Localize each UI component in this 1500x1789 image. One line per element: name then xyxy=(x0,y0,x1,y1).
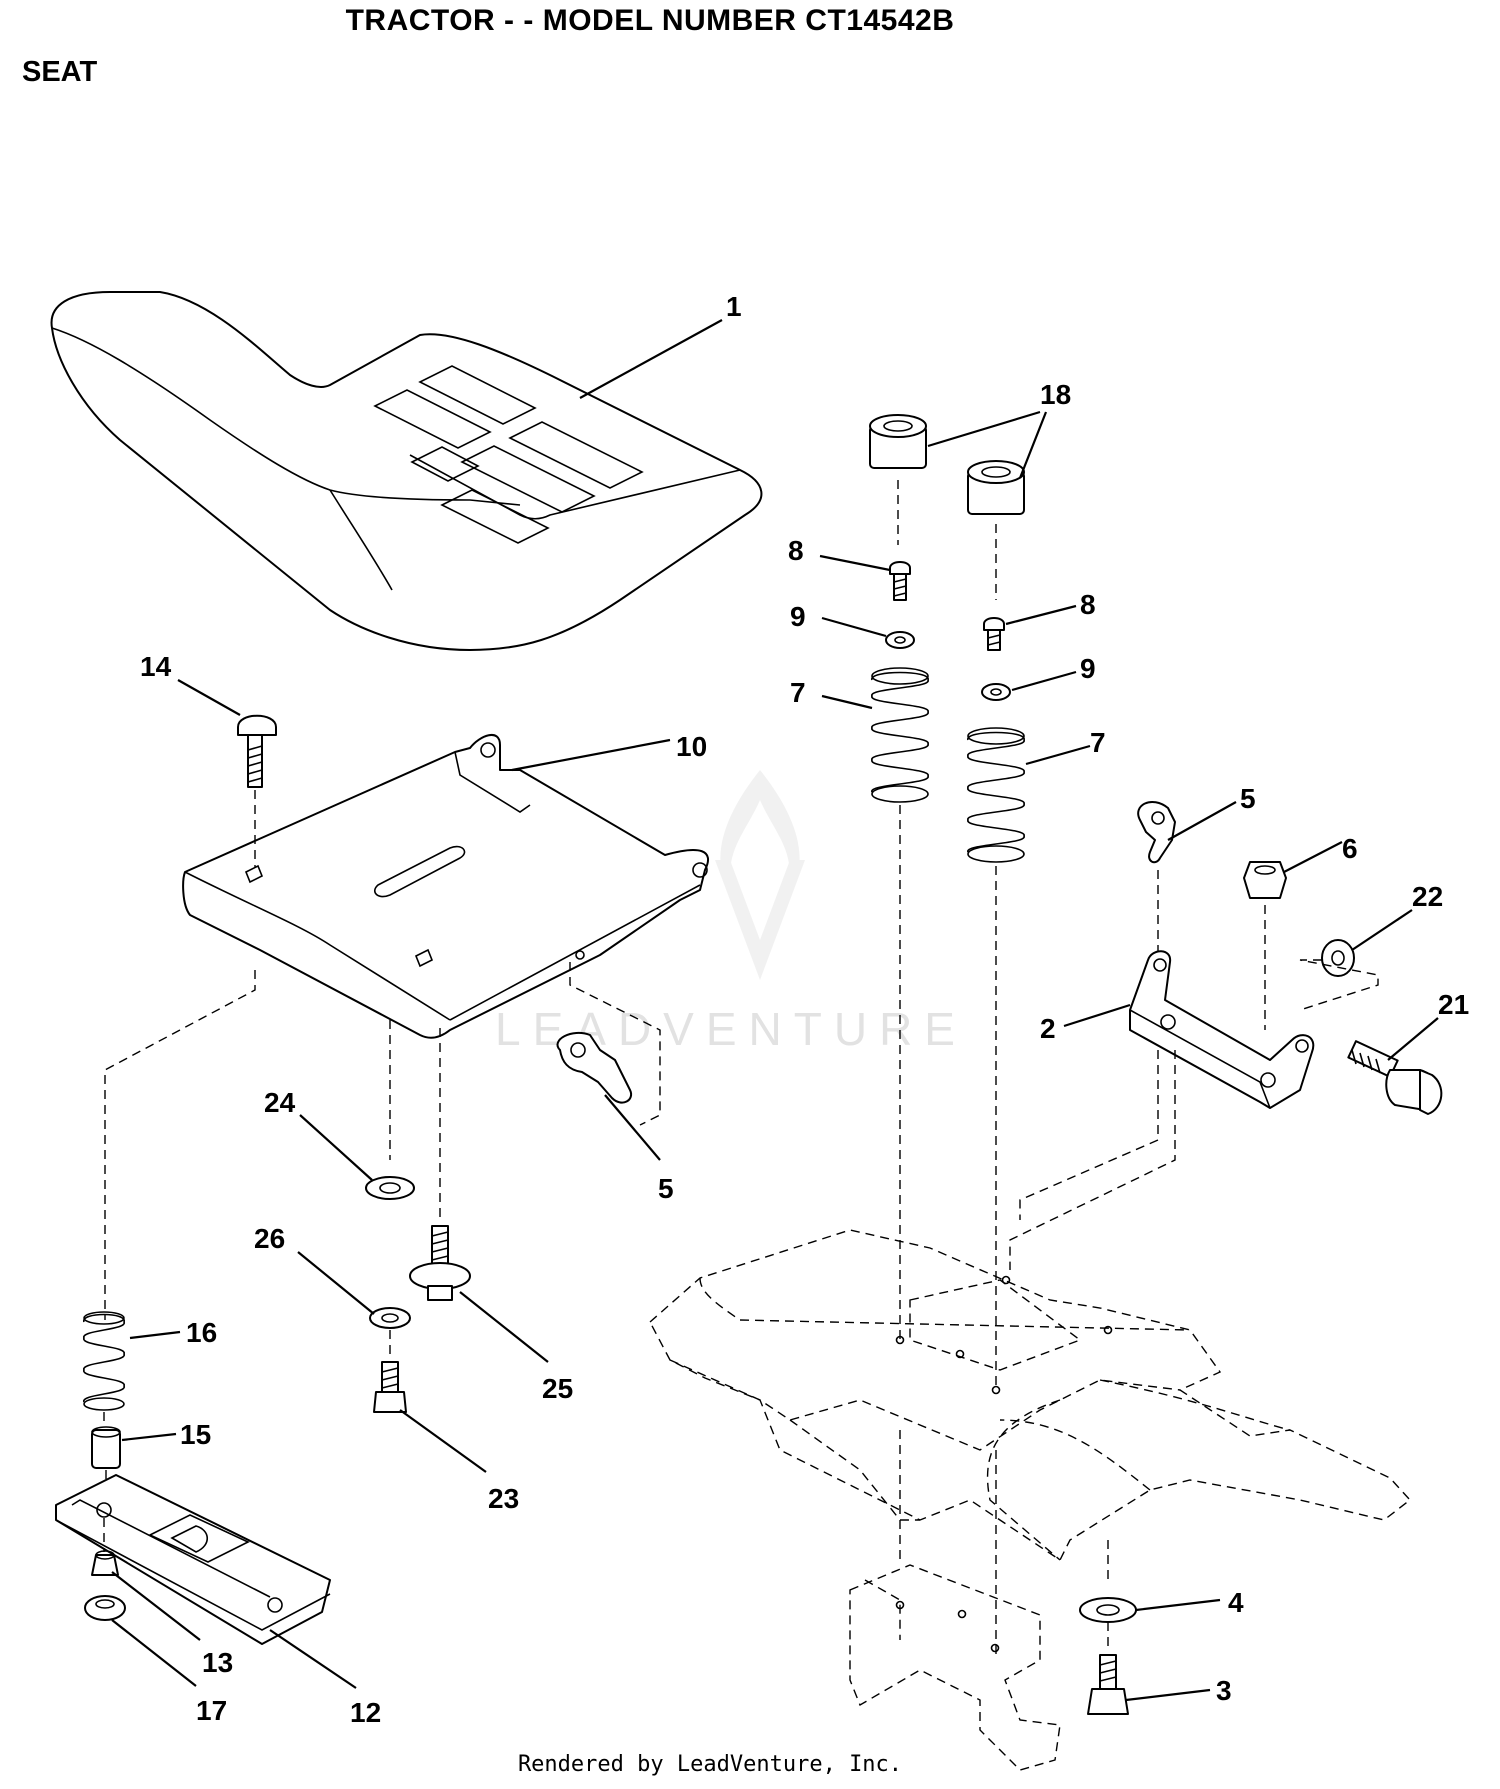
callout-15: 15 xyxy=(180,1419,211,1450)
callout-7a: 7 xyxy=(790,677,806,708)
carriage-bolt-14 xyxy=(177,679,277,868)
washer-4 xyxy=(1079,1597,1221,1650)
callout-1: 1 xyxy=(726,291,742,322)
hex-bolt-23 xyxy=(373,1361,487,1473)
clip-5-right xyxy=(1019,801,1237,1220)
callout-10: 10 xyxy=(676,731,707,762)
callout-12: 12 xyxy=(350,1697,381,1728)
shoulder-bolt-25 xyxy=(409,1225,549,1363)
washer-26 xyxy=(297,1251,411,1360)
washer-24 xyxy=(299,1114,415,1200)
flange-nut-17 xyxy=(84,1595,197,1687)
callout-3: 3 xyxy=(1216,1675,1232,1706)
tractor-frame-outline xyxy=(649,1229,1412,1771)
seat-pads xyxy=(373,365,644,544)
callout-9b: 9 xyxy=(1080,653,1096,684)
screw-8-left xyxy=(819,554,911,601)
seat-part xyxy=(50,291,763,651)
section-title: SEAT xyxy=(22,56,98,88)
callout-14: 14 xyxy=(140,651,172,682)
spring-7-right xyxy=(967,727,1091,1390)
callout-16: 16 xyxy=(186,1317,217,1348)
spring-16 xyxy=(83,1311,181,1426)
callout-23: 23 xyxy=(488,1483,519,1514)
spacer-18-left xyxy=(869,414,927,545)
callout-2: 2 xyxy=(1040,1013,1056,1044)
callout-4: 4 xyxy=(1228,1587,1244,1618)
hex-bolt-3 xyxy=(1087,1654,1211,1715)
callout-5b: 5 xyxy=(658,1173,674,1204)
bracket-2 xyxy=(1009,950,1315,1270)
callout-6: 6 xyxy=(1342,833,1358,864)
callout-22: 22 xyxy=(1412,881,1443,912)
callout-8b: 8 xyxy=(1080,589,1096,620)
leadventure-watermark-logo xyxy=(715,770,805,980)
nut-13 xyxy=(91,1550,201,1641)
lock-nut-6 xyxy=(1243,841,1343,1030)
callout-9a: 9 xyxy=(790,601,806,632)
washer-22 xyxy=(1299,909,1413,1011)
spring-7-left xyxy=(821,667,929,1340)
callout-17: 17 xyxy=(196,1695,227,1726)
washer-9-left xyxy=(821,616,915,649)
screw-8-right xyxy=(983,604,1077,651)
callout-7b: 7 xyxy=(1090,727,1106,758)
callout-25: 25 xyxy=(542,1373,573,1404)
callout-18: 18 xyxy=(1040,379,1071,410)
callout-26: 26 xyxy=(254,1223,285,1254)
bracket-plate-12 xyxy=(55,1474,357,1689)
page-title: TRACTOR - - MODEL NUMBER CT14542B xyxy=(345,4,955,37)
callout-21: 21 xyxy=(1438,989,1469,1020)
spacer-18-right xyxy=(967,460,1025,600)
flange-bolt-21 xyxy=(1347,1017,1443,1115)
seat-pan-part xyxy=(182,734,710,1039)
callout-8a: 8 xyxy=(788,535,804,566)
washer-9-right xyxy=(981,670,1077,701)
footer-credit: Rendered by LeadVenture, Inc. xyxy=(517,1752,903,1777)
callout-24: 24 xyxy=(264,1087,296,1118)
clip-5-left xyxy=(556,1031,661,1161)
callout-13: 13 xyxy=(202,1647,233,1678)
callout-5a: 5 xyxy=(1240,783,1256,814)
